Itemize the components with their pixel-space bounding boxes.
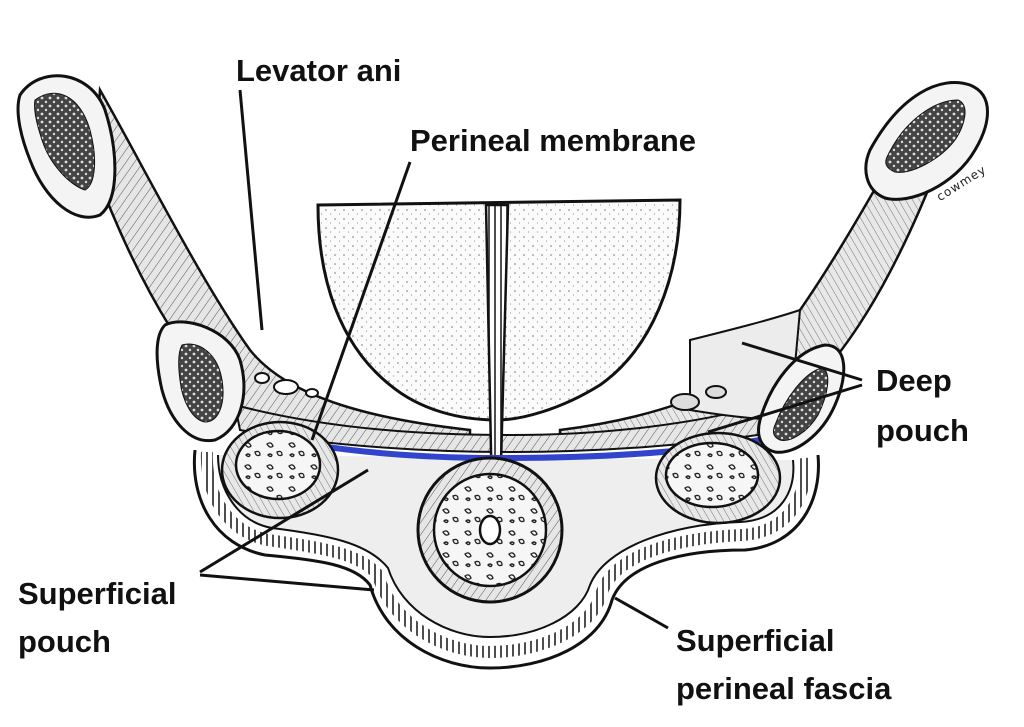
- label-deep-pouch-line2: pouch: [876, 413, 969, 448]
- label-levator-ani: Levator ani: [236, 53, 402, 88]
- label-deep-pouch-line1: Deep: [876, 363, 952, 398]
- leader-superficial-pouch-2: [199, 573, 375, 592]
- vessel-left-2: [273, 379, 299, 395]
- label-perineal-membrane: Perineal membrane: [410, 123, 697, 158]
- leader-perineal-membrane: [310, 161, 412, 441]
- leader-superficial-fascia: [614, 596, 669, 630]
- vessel-right-2: [705, 385, 727, 399]
- leader-levator-ani: [238, 89, 264, 331]
- label-superficial-pouch-line2: pouch: [18, 624, 111, 659]
- ilium-right-marrow: [885, 99, 966, 173]
- label-superficial-fascia-line1: Superficial: [676, 623, 835, 658]
- ilium-left-marrow: [34, 92, 95, 191]
- vessel-left-3: [305, 388, 319, 398]
- label-superficial-pouch-line1: Superficial: [18, 576, 177, 611]
- leader-deep-pouch-1: [741, 341, 863, 382]
- ischium-left-marrow: [178, 343, 224, 423]
- superficial-fascia-outer: [192, 449, 820, 670]
- crus-right: [664, 441, 760, 509]
- superficial-fascia-band: [200, 451, 812, 659]
- crus-left: [234, 429, 322, 501]
- vessel-right-1: [670, 393, 700, 411]
- leader-deep-pouch-2: [707, 383, 863, 434]
- leader-superficial-pouch-1: [199, 468, 369, 574]
- label-superficial-fascia-line2: perineal fascia: [676, 671, 892, 706]
- urethral-lumen: [478, 514, 502, 546]
- vessel-left-1: [254, 372, 270, 384]
